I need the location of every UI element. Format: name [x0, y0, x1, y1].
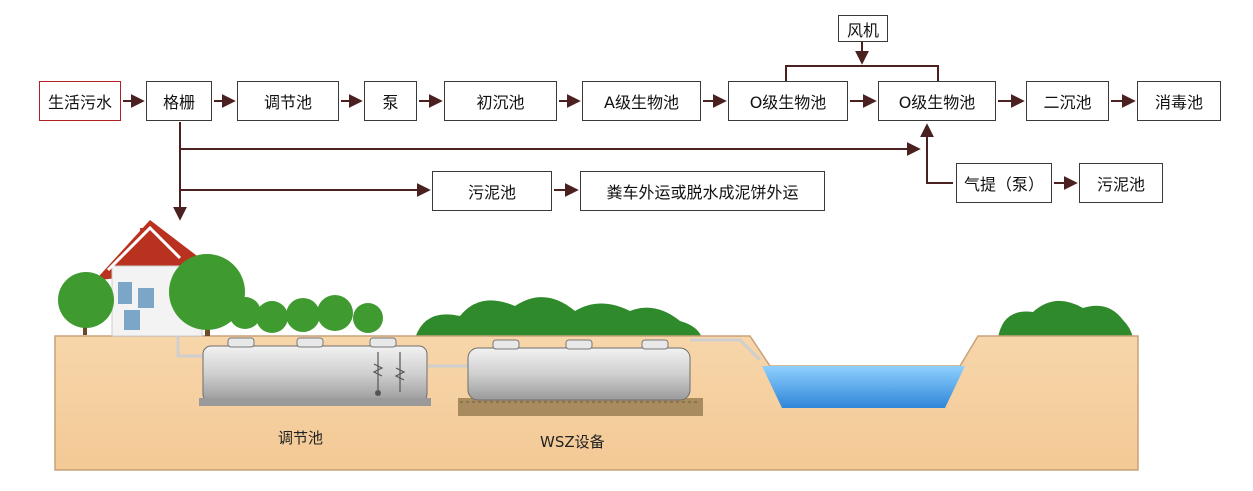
box-regulating-tank: 调节池: [237, 81, 339, 121]
box-pump: 泵: [364, 81, 417, 121]
box-sludge-tank: 污泥池: [432, 171, 552, 211]
box-label: 气提（泵）: [963, 175, 1044, 194]
arrow-airlift-up: [920, 123, 953, 184]
box-domestic-sewage: 生活污水: [39, 81, 121, 121]
box-airlift-pump: 气提（泵）: [956, 163, 1052, 203]
box-label: O级生物池: [749, 93, 827, 112]
box-label: 生活污水: [47, 93, 112, 112]
box-o-bio-pool-2: O级生物池: [878, 81, 996, 121]
box-label: 消毒池: [1154, 93, 1203, 112]
box-a-bio-pool: A级生物池: [582, 81, 701, 121]
box-o-bio-pool-1: O级生物池: [728, 81, 848, 121]
scene-label-wsz-equipment: WSZ设备: [540, 433, 605, 451]
box-sludge-disposal: 粪车外运或脱水成泥饼外运: [580, 171, 825, 211]
box-blower: 风机: [838, 15, 888, 42]
box-label: A级生物池: [604, 93, 679, 112]
blower-bracket: [785, 65, 939, 82]
box-primary-settling: 初沉池: [444, 81, 557, 121]
box-label: 污泥池: [467, 183, 516, 202]
box-sludge-tank-2: 污泥池: [1079, 163, 1163, 203]
box-label: 初沉池: [476, 93, 525, 112]
box-label: 泵: [382, 93, 399, 112]
box-label: 粪车外运或脱水成泥饼外运: [606, 183, 799, 202]
box-label: 调节池: [263, 93, 312, 112]
box-label: 格栅: [162, 93, 195, 112]
box-disinfection: 消毒池: [1137, 81, 1221, 121]
box-label: 二沉池: [1043, 93, 1092, 112]
box-label: 污泥池: [1096, 175, 1145, 194]
box-label: O级生物池: [898, 93, 976, 112]
box-label: 风机: [846, 20, 879, 40]
box-secondary-settling: 二沉池: [1026, 81, 1109, 121]
box-grille: 格栅: [146, 81, 212, 121]
scene-label-regulating-tank: 调节池: [278, 429, 324, 447]
